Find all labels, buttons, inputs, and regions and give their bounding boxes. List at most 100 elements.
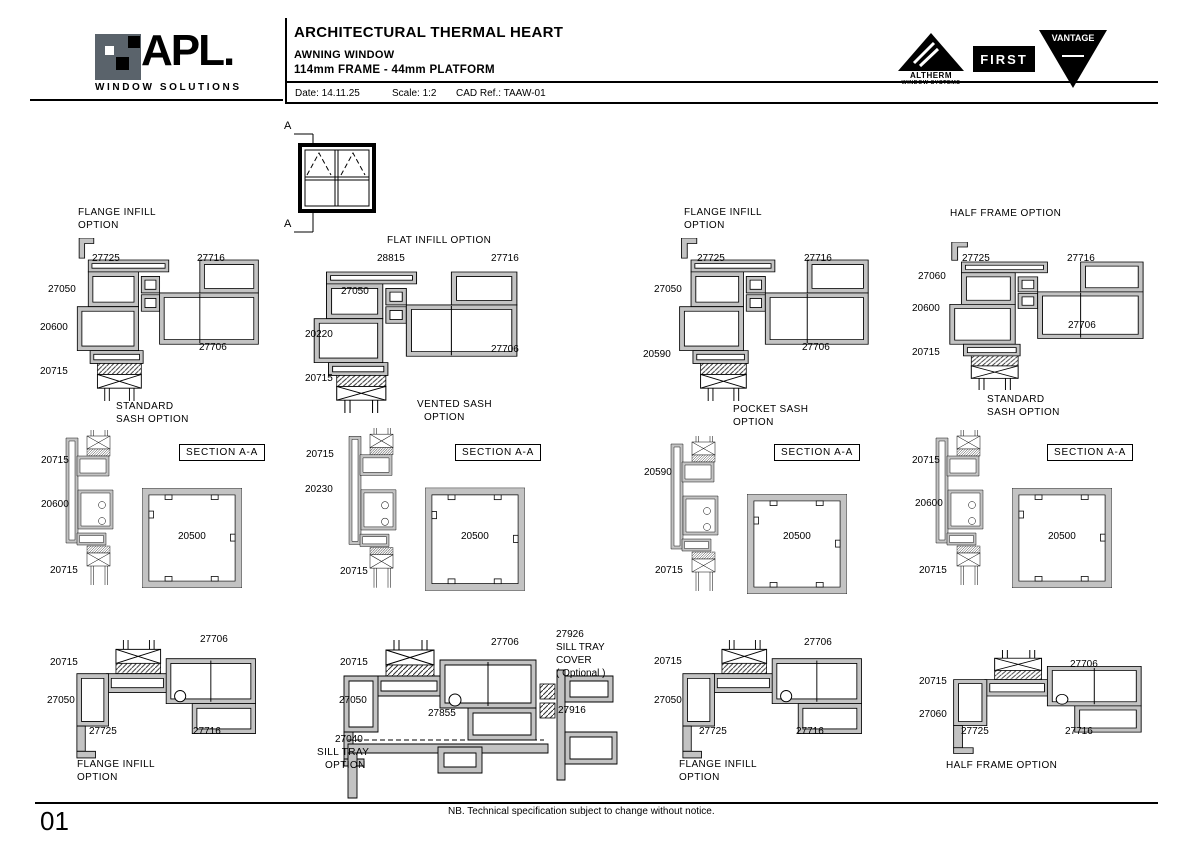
part-label: 27050	[48, 284, 76, 295]
part-label: 20715	[50, 657, 78, 668]
apl-logo-text: APL.	[141, 26, 235, 75]
detail-caption: SASH OPTION	[116, 414, 189, 425]
section-marker-a-top: A	[284, 120, 292, 132]
altherm-logo-text: ALTHERM	[909, 71, 952, 80]
detail-title: OPTION	[78, 220, 119, 231]
part-label: 20500	[1048, 531, 1076, 542]
meta-underline	[285, 102, 1158, 104]
cover-note: ( Optional )	[556, 668, 606, 679]
meta-cad-ref: CAD Ref.: TAAW-01	[456, 88, 546, 99]
detail-caption: VENTED SASH	[417, 399, 492, 410]
part-label: 27060	[918, 271, 946, 282]
part-label: 27855	[428, 708, 456, 719]
part-label: 27040	[335, 734, 363, 745]
part-label: 27706	[802, 342, 830, 353]
detail-title: FLANGE INFILL	[78, 207, 156, 218]
section-aa-box: SECTION A-A	[179, 444, 266, 461]
detail-caption: FLANGE INFILL	[77, 759, 155, 770]
part-label: 27916	[558, 705, 586, 716]
part-label: 27716	[804, 253, 832, 264]
part-label: 20500	[783, 531, 811, 542]
part-label: 20715	[340, 566, 368, 577]
part-label: 27725	[961, 726, 989, 737]
section-aa-box: SECTION A-A	[1047, 444, 1134, 461]
cover-note: 27926	[556, 629, 584, 640]
apl-logo-square	[95, 34, 141, 80]
footer-rule	[35, 802, 1158, 804]
section-aa-box: SECTION A-A	[774, 444, 861, 461]
vantage-logo-icon: VANTAGE	[1039, 30, 1107, 88]
page-number: 01	[40, 806, 69, 836]
part-label: 20715	[919, 676, 947, 687]
part-label: 27706	[1068, 320, 1096, 331]
detail-caption: SILL TRAY	[317, 747, 370, 758]
titleblock-divider	[285, 18, 287, 104]
part-label: 27716	[796, 726, 824, 737]
logo-pixel	[105, 46, 114, 55]
cover-note: SILL TRAY	[556, 642, 605, 653]
part-label: 20600	[915, 498, 943, 509]
part-label: 27716	[197, 253, 225, 264]
detail-title: OPTION	[684, 220, 725, 231]
part-label: 20590	[644, 467, 672, 478]
part-label: 27706	[491, 344, 519, 355]
section-marker-a-bottom: A	[284, 218, 292, 230]
detail-title: HALF FRAME OPTION	[950, 208, 1062, 219]
part-label: 20500	[178, 531, 206, 542]
detail-title: FLANGE INFILL	[684, 207, 762, 218]
detail-caption: FLANGE INFILL	[679, 759, 757, 770]
part-label: 27716	[193, 726, 221, 737]
part-label: 20715	[305, 373, 333, 384]
part-label: 27716	[491, 253, 519, 264]
detail-caption: SASH OPTION	[987, 407, 1060, 418]
first-logo: FIRST	[973, 46, 1035, 72]
detail-drawing-flange-infill-sill-1	[76, 640, 256, 759]
detail-caption: OPTION	[77, 772, 118, 783]
part-label: 27706	[199, 342, 227, 353]
part-label: 20715	[912, 455, 940, 466]
part-label: 20715	[41, 455, 69, 466]
logo-pixel	[128, 36, 140, 48]
part-label: 20600	[41, 499, 69, 510]
part-label: 27050	[654, 284, 682, 295]
part-label: 20500	[461, 531, 489, 542]
part-label: 27050	[341, 286, 369, 297]
detail-caption: OPTION	[679, 772, 720, 783]
part-label: 20715	[654, 656, 682, 667]
detail-title: FLAT INFILL OPTION	[387, 235, 492, 246]
part-label: 20590	[643, 349, 671, 360]
part-label: 20715	[655, 565, 683, 576]
part-label: 27725	[92, 253, 120, 264]
detail-caption: OPTION	[424, 412, 465, 423]
altherm-logo-subtext: WINDOW SYSTEMS	[901, 80, 961, 86]
part-label: 20715	[306, 449, 334, 460]
detail-drawing-flat-infill-head	[313, 271, 518, 413]
logo-pixel	[116, 57, 129, 70]
part-label: 20715	[340, 657, 368, 668]
meta-scale: Scale: 1:2	[392, 88, 437, 99]
altherm-logo-icon	[898, 33, 964, 71]
footer-note: NB. Technical specification subject to c…	[448, 806, 715, 817]
meta-date: Date: 14.11.25	[295, 88, 360, 99]
page-subtitle: AWNING WINDOW	[294, 49, 395, 61]
vantage-logo-text: VANTAGE	[1052, 33, 1095, 43]
part-label: 27725	[89, 726, 117, 737]
part-label: 27706	[804, 637, 832, 648]
logo-underline	[30, 99, 283, 101]
part-label: 20715	[40, 366, 68, 377]
detail-caption: STANDARD	[987, 394, 1045, 405]
part-label: 27725	[962, 253, 990, 264]
part-label: 20220	[305, 329, 333, 340]
detail-caption: POCKET SASH	[733, 404, 809, 415]
part-label: 27716	[1067, 253, 1095, 264]
page-platform: 114mm FRAME - 44mm PLATFORM	[294, 64, 495, 76]
part-label: 27706	[491, 637, 519, 648]
detail-drawing-half-frame-sill	[953, 650, 1142, 754]
part-label: 27060	[919, 709, 947, 720]
detail-caption: HALF FRAME OPTION	[946, 760, 1058, 771]
part-label: 27716	[1065, 726, 1093, 737]
part-label: 20715	[50, 565, 78, 576]
part-label: 20715	[912, 347, 940, 358]
cover-note: COVER	[556, 655, 592, 666]
